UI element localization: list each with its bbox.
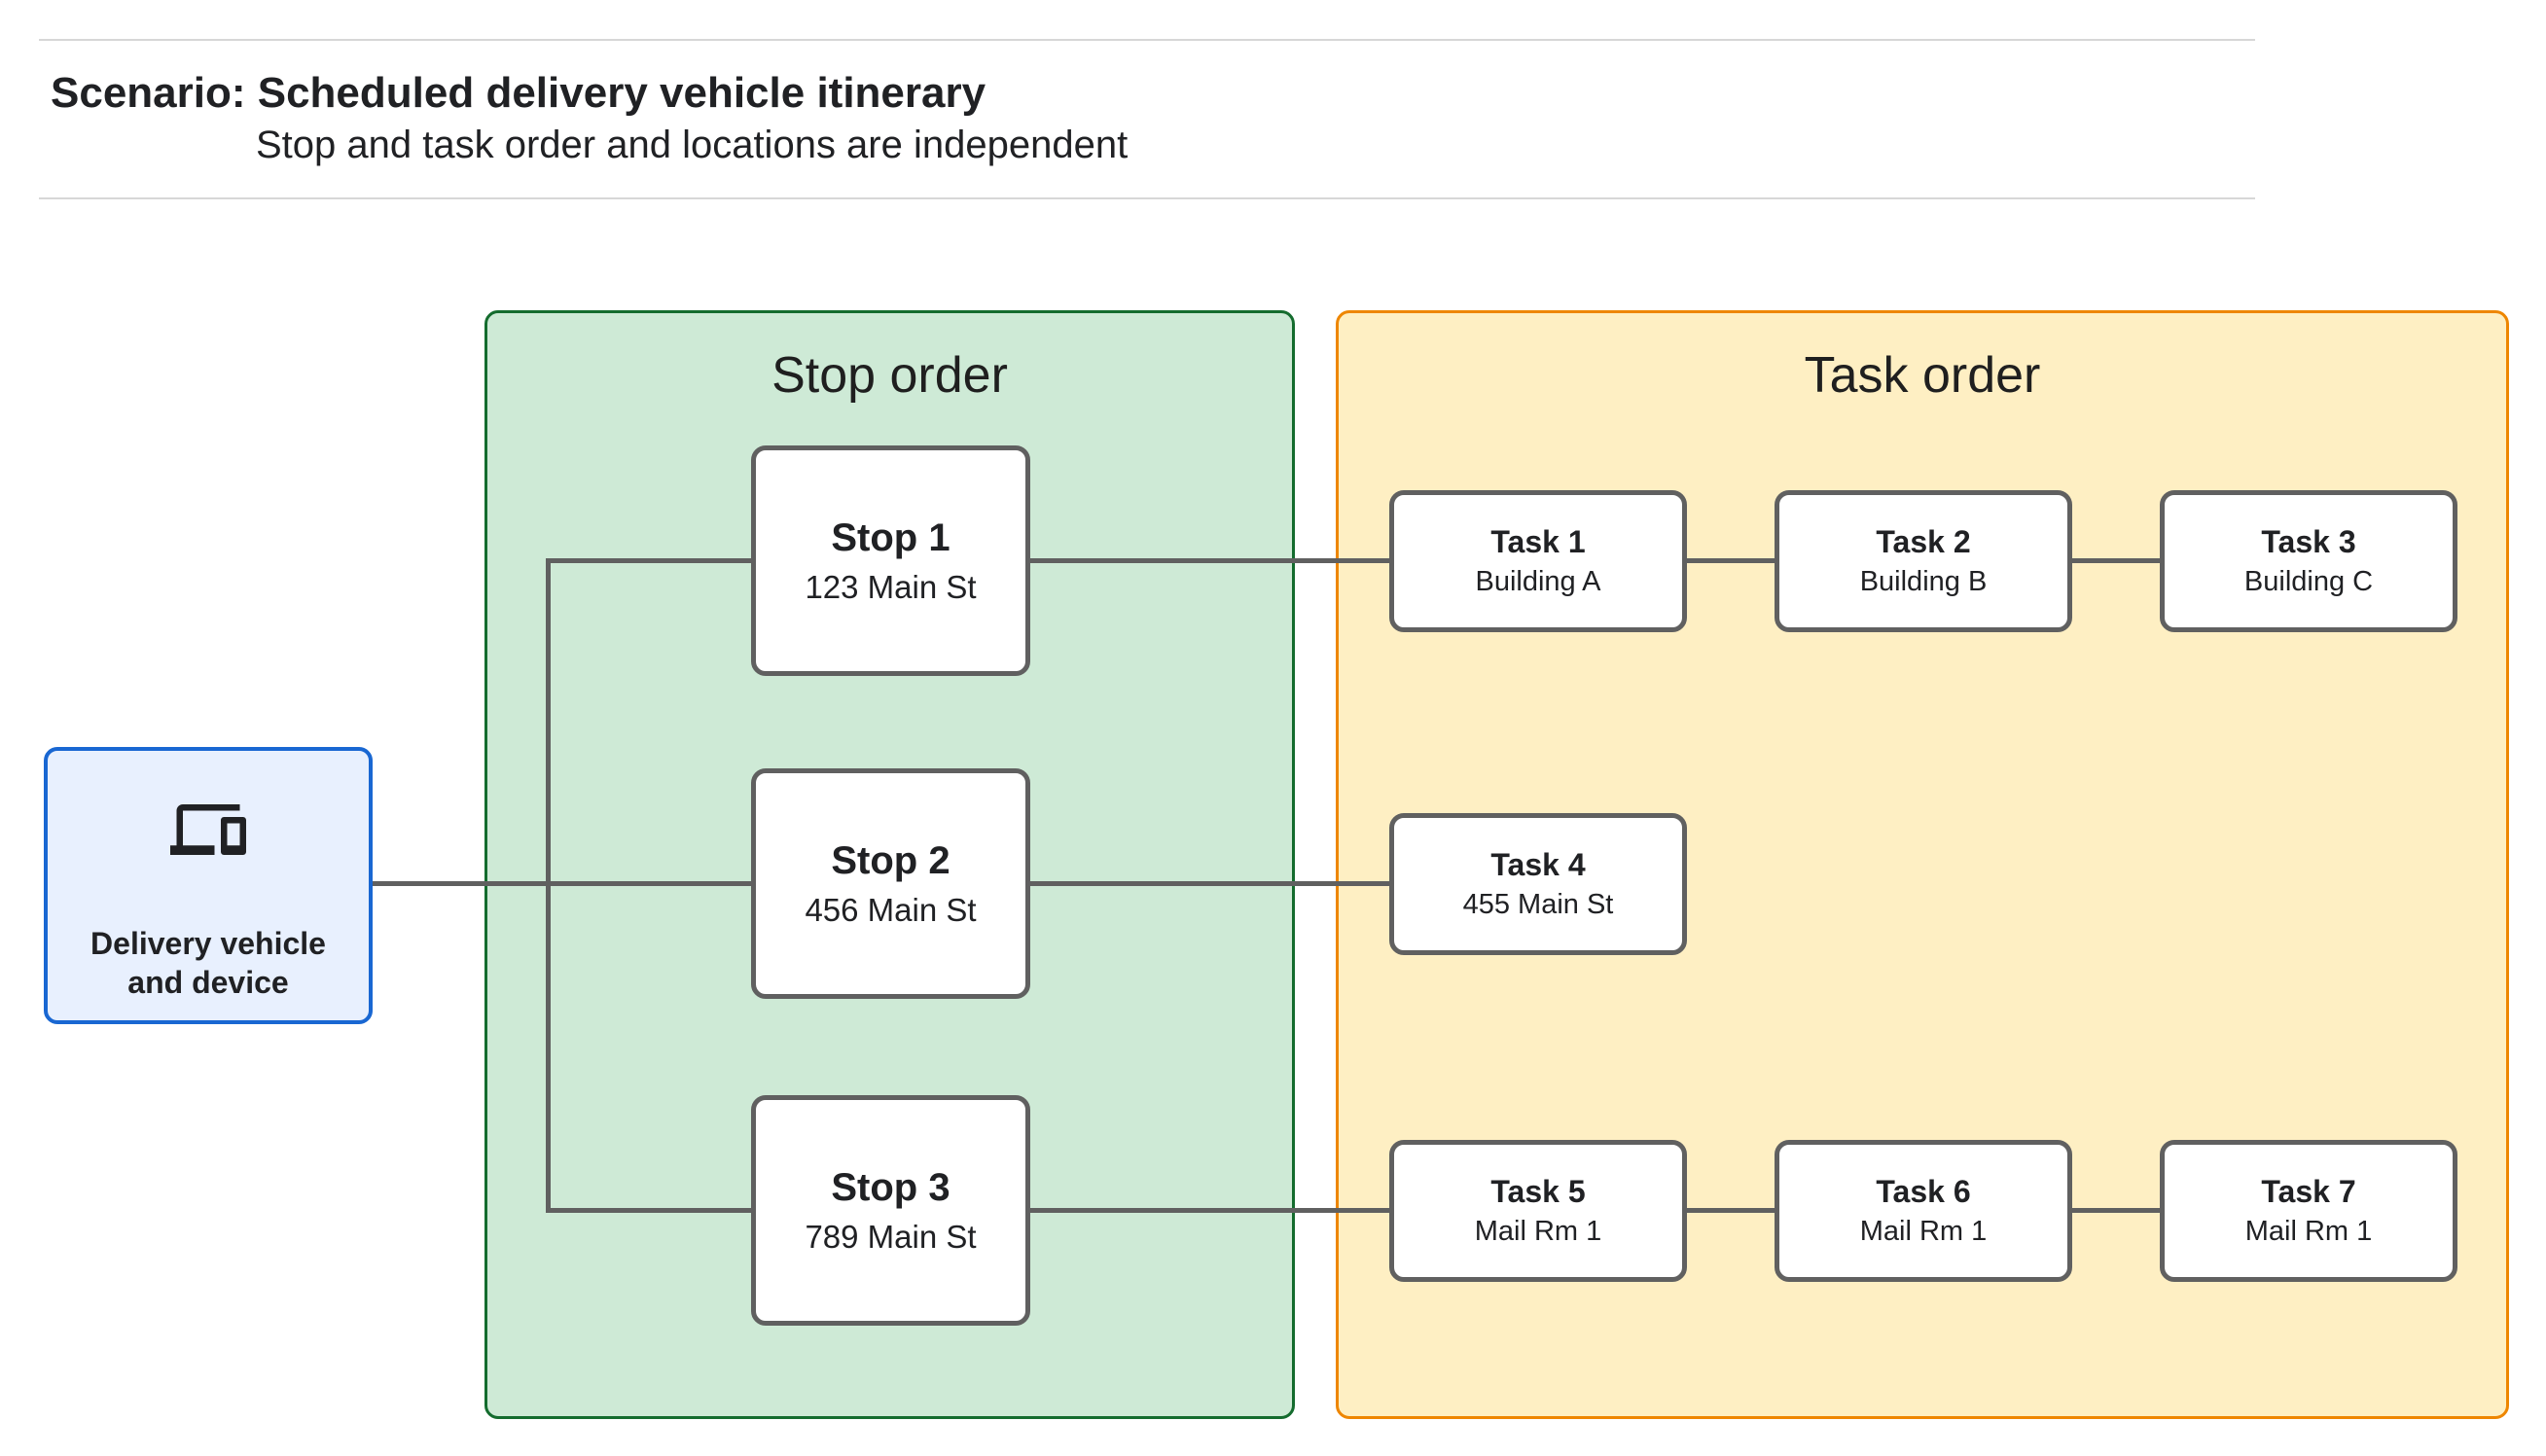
task-name: Task 4 [1490,847,1586,882]
connector-stop1-task1 [1030,558,1389,563]
task-location: Building A [1475,566,1601,597]
task-name: Task 1 [1490,524,1586,559]
task-location: Mail Rm 1 [2244,1216,2373,1247]
stop-node-2: Stop 2 456 Main St [751,768,1030,999]
task-name: Task 2 [1876,524,1971,559]
task-name: Task 7 [2261,1174,2356,1209]
delivery-vehicle-label: Delivery vehicle and device [90,926,326,1000]
task-node-2: Task 2 Building B [1775,490,2072,632]
stop-order-title: Stop order [771,347,1008,404]
task-node-3: Task 3 Building C [2160,490,2457,632]
connector-task1-task2 [1687,558,1775,563]
stop-address: 789 Main St [805,1218,977,1255]
stop-node-1: Stop 1 123 Main St [751,445,1030,676]
connector-vehicle-to-stops [373,881,759,886]
task-node-7: Task 7 Mail Rm 1 [2160,1140,2457,1282]
stop-node-3: Stop 3 789 Main St [751,1095,1030,1326]
page-subtitle: Stop and task order and locations are in… [256,124,1129,166]
page-title: Scenario: Scheduled delivery vehicle iti… [51,69,986,117]
task-location: Building C [2243,566,2374,597]
task-node-1: Task 1 Building A [1389,490,1687,632]
header-divider-top [39,39,2255,41]
task-name: Task 3 [2261,524,2356,559]
connector-stop2-task4 [1030,881,1389,886]
header-divider-bottom [39,197,2255,199]
connector-task6-task7 [2072,1208,2160,1213]
task-location: 455 Main St [1462,889,1614,920]
stop-name: Stop 3 [831,1165,950,1209]
connector-stop3-task5 [1030,1208,1389,1213]
task-name: Task 6 [1876,1174,1971,1209]
connector-branch-stop3 [546,1208,751,1213]
connector-task2-task3 [2072,558,2160,563]
task-location: Mail Rm 1 [1859,1216,1988,1247]
stop-address: 456 Main St [805,891,977,928]
task-node-4: Task 4 455 Main St [1389,813,1687,955]
connector-task5-task6 [1687,1208,1775,1213]
connector-stop-trunk [546,558,551,1213]
task-location: Building B [1859,566,1988,597]
task-location: Mail Rm 1 [1474,1216,1602,1247]
task-name: Task 5 [1490,1174,1586,1209]
stop-name: Stop 2 [831,838,950,882]
delivery-vehicle-node: Delivery vehicle and device [44,747,373,1024]
stop-address: 123 Main St [805,568,977,605]
stop-name: Stop 1 [831,515,950,559]
devices-icon [170,804,246,855]
task-node-6: Task 6 Mail Rm 1 [1775,1140,2072,1282]
task-node-5: Task 5 Mail Rm 1 [1389,1140,1687,1282]
connector-branch-stop1 [546,558,751,563]
task-order-title: Task order [1804,347,2041,404]
